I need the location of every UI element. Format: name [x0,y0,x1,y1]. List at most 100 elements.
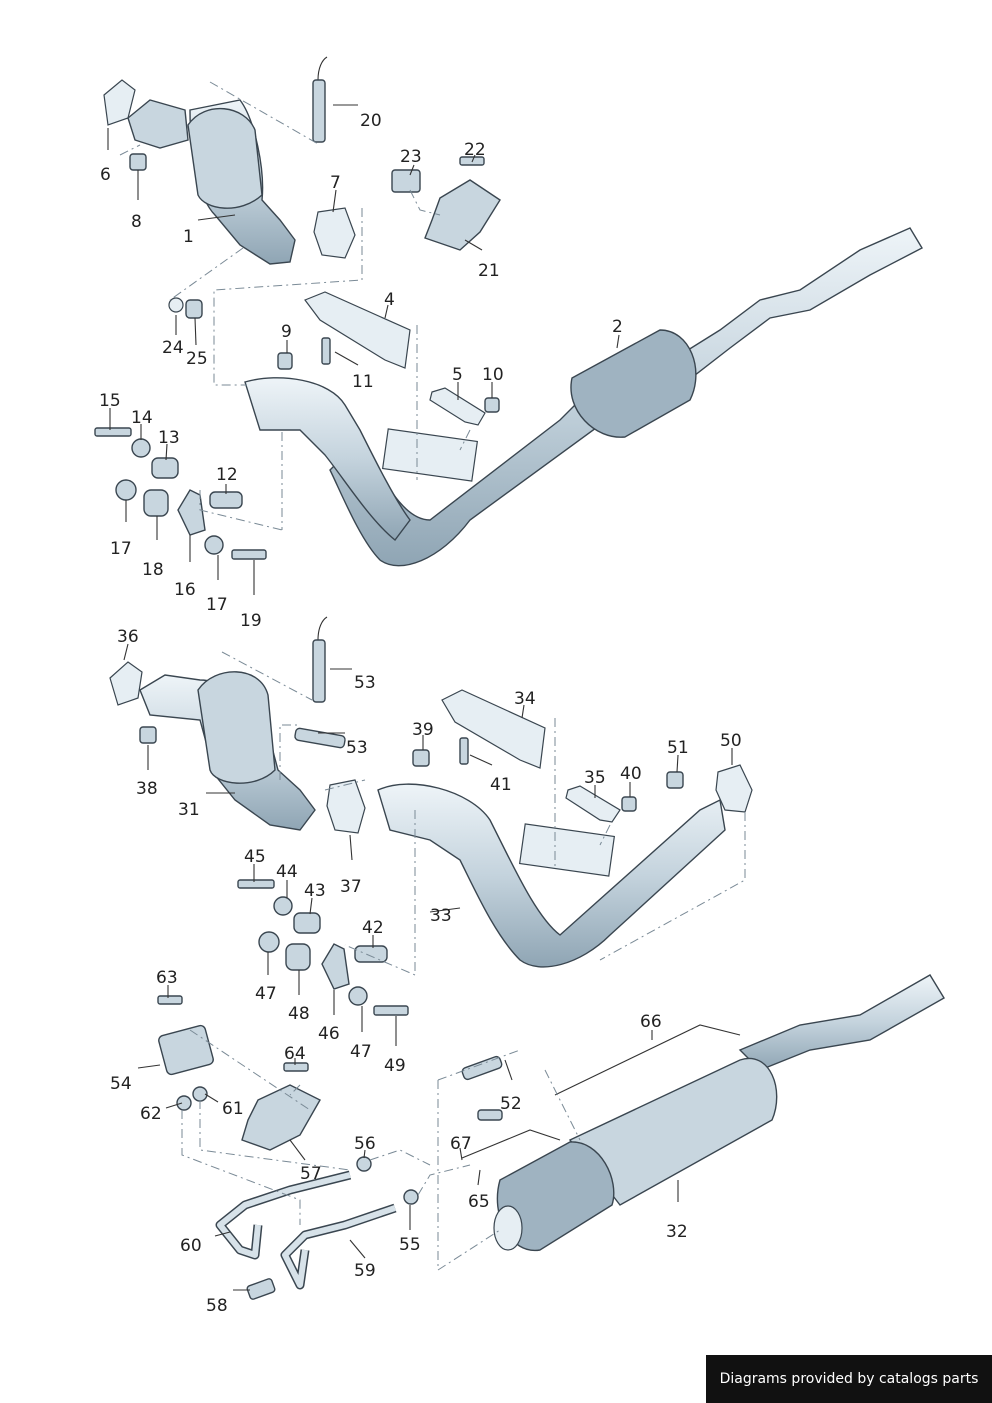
bottom-leaders [137,985,679,1291]
callout-59: 59 [354,1261,376,1281]
callout-6: 6 [100,165,111,185]
washer-47b [348,986,368,1006]
callout-65: 65 [468,1192,490,1212]
callout-5: 5 [452,365,463,385]
callout-46: 46 [318,1024,340,1044]
callout-66: 66 [640,1012,662,1032]
top-dashed-lines [119,81,471,531]
callout-51: 51 [667,738,689,758]
flange-6 [103,79,136,126]
bolt-12 [209,491,243,509]
bolt-45 [237,879,275,889]
oxygen-sensor-53b [294,727,346,749]
credit-banner: Diagrams provided by catalogs parts [706,1355,992,1403]
callout-14: 14 [131,408,153,428]
bolt-63 [157,995,183,1005]
callout-36: 36 [117,627,139,647]
bracket-5 [429,387,486,426]
bracket-34 [441,689,546,769]
washer-17 [115,479,137,501]
callout-11: 11 [352,372,374,392]
middle-assembly [109,616,753,1016]
callout-52: 52 [500,1094,522,1114]
washer-17b [204,535,224,555]
callout-56: 56 [354,1134,376,1154]
callout-58: 58 [206,1296,228,1316]
callout-12: 12 [216,465,238,485]
bracket-46 [321,943,350,990]
rubber-mount-48 [285,943,311,971]
bracket-35 [565,785,621,823]
callout-43: 43 [304,881,326,901]
top-leaders [107,104,620,595]
catalytic-converter-31 [197,671,276,784]
middle-leaders [123,643,733,1046]
nut-25 [185,299,203,319]
bolt-19 [231,549,267,560]
bolt-41 [459,737,469,765]
gasket-7 [313,207,356,259]
clip-58 [246,1278,276,1300]
callout-23: 23 [400,147,422,167]
clamp-23 [391,169,421,193]
nut-8 [129,153,147,171]
bracket-plate-2 [518,823,616,877]
catalytic-converter-1 [187,108,263,209]
bushing-43 [293,912,321,934]
downpipe [244,377,411,541]
sensor-line-67 [461,1129,561,1159]
o-ring-24 [168,297,184,313]
callout-19: 19 [240,611,262,631]
callout-47a: 47 [255,984,277,1004]
callout-35: 35 [584,768,606,788]
callout-48: 48 [288,1004,310,1024]
pressure-sensor-54 [158,1024,214,1076]
sensor-53a [317,616,328,641]
callout-13: 13 [158,428,180,448]
bracket-4 [304,291,411,369]
bottom-dashed-lines [181,1029,581,1271]
callout-1: 1 [183,227,194,247]
callout-42: 42 [362,918,384,938]
clip-62 [176,1095,192,1111]
flange-inlet [127,99,189,149]
callout-55: 55 [399,1235,421,1255]
callout-38: 38 [136,779,158,799]
callout-54: 54 [110,1074,132,1094]
callout-16: 16 [174,580,196,600]
rubber-mount-18 [143,489,169,517]
clip-61 [192,1086,208,1102]
callout-53b: 53 [346,738,368,758]
callout-63: 63 [156,968,178,988]
callout-33: 33 [430,906,452,926]
nut-51 [666,771,684,789]
oxygen-sensor-53 [312,639,326,703]
callout-45: 45 [244,847,266,867]
oxygen-sensor-20-body [312,79,326,143]
callout-62: 62 [140,1104,162,1124]
sensor-67-body [477,1109,503,1121]
callout-49: 49 [384,1056,406,1076]
bushing-13 [151,457,179,479]
callout-47b: 47 [350,1042,372,1062]
callout-labels: 1 2 4 5 6 7 8 9 10 11 12 13 14 15 16 17 … [99,111,742,1316]
callout-32: 32 [666,1222,688,1242]
clamp-56 [356,1156,372,1172]
callout-44: 44 [276,862,298,882]
callout-15: 15 [99,391,121,411]
bottom-assembly [157,974,945,1300]
bolt-11 [321,337,331,365]
callout-67: 67 [450,1134,472,1154]
callout-17b: 17 [206,595,228,615]
bolt-42 [354,945,388,963]
hose-60-inner [217,1172,351,1258]
bracket-16 [177,489,206,536]
catalytic-converter-2 [570,329,697,438]
bolt-49 [373,1005,409,1016]
callout-34: 34 [514,689,536,709]
nut-39 [412,749,430,767]
callout-18: 18 [142,560,164,580]
callout-53a: 53 [354,673,376,693]
callout-61: 61 [222,1099,244,1119]
